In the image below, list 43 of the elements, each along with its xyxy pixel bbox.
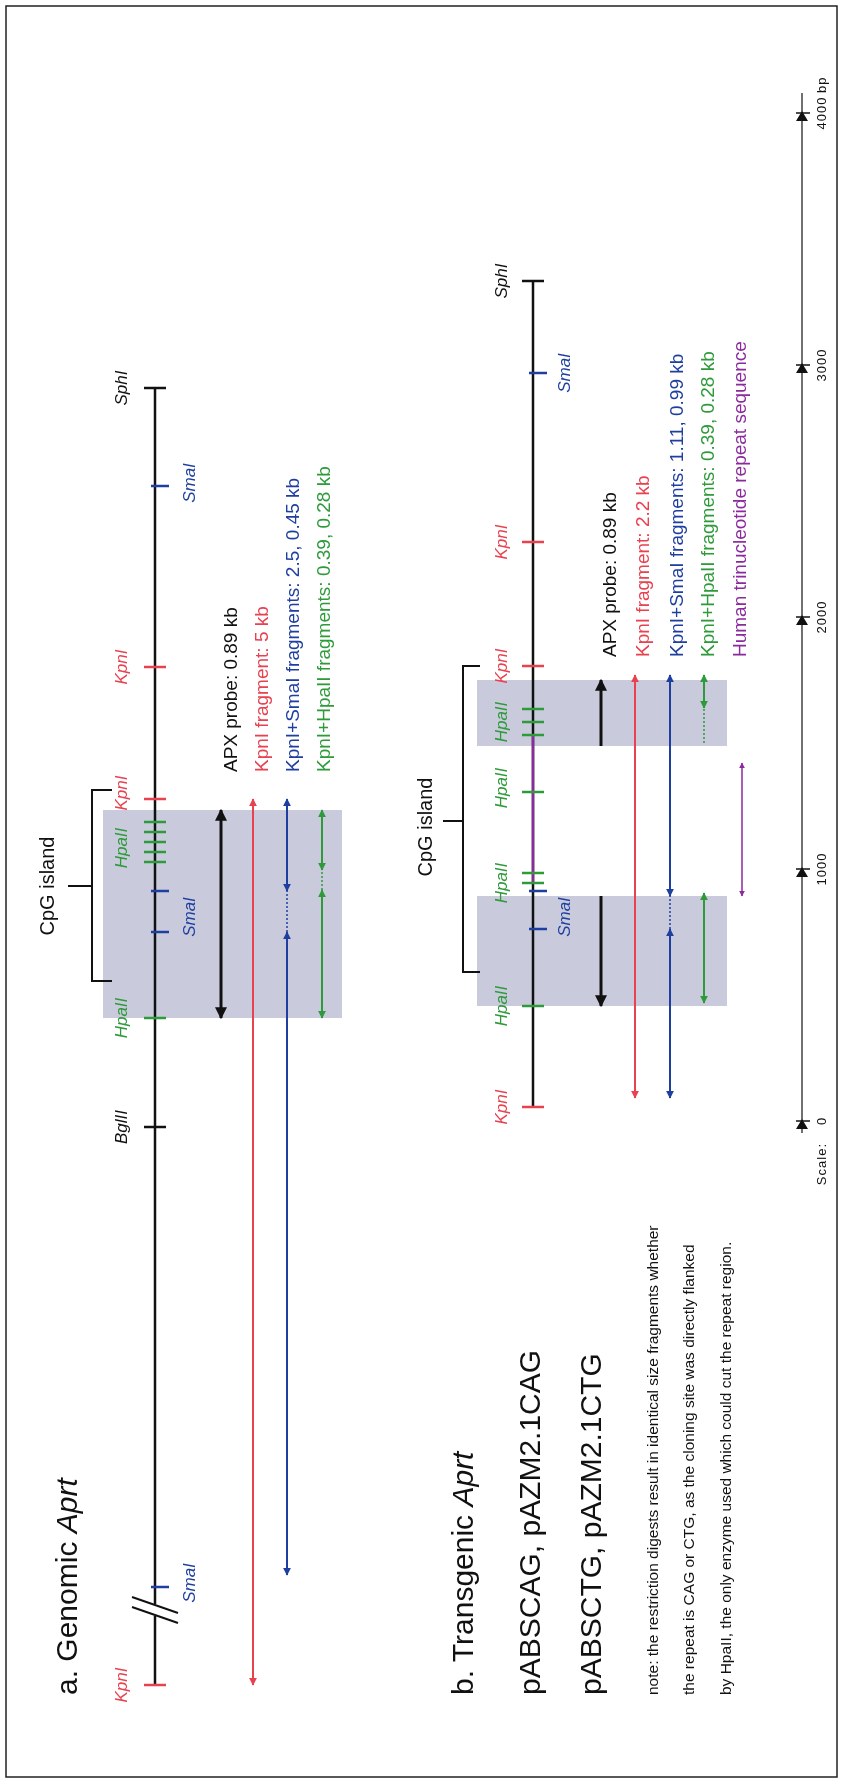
restriction-site-label: SmaI xyxy=(180,897,200,937)
restriction-site-label: HpaII xyxy=(492,701,512,743)
scale-label: Scale: xyxy=(814,1143,830,1186)
fragment-label: KpnI+SmaI fragments: 2.5, 0.45 kb xyxy=(282,477,304,772)
fragment-label: Human trinucleotide repeat sequence xyxy=(729,341,751,657)
restriction-site-label: HpaII xyxy=(492,767,512,809)
tick-label: 0 xyxy=(814,1116,830,1126)
restriction-site-label: KpnI xyxy=(492,648,512,684)
restriction-site-label: HpaII xyxy=(112,827,132,869)
restriction-site-label: KpnI xyxy=(112,775,132,811)
fragment-label: APX probe: 0.89 kb xyxy=(220,607,242,772)
restriction-site-label: SphI xyxy=(492,263,512,299)
fragment-label: KpnI fragment: 2.2 kb xyxy=(632,475,654,657)
note-text: note: the restriction digests result in identical size fragments whether the repeat is CAG or CTG, as the cloning site was directly flanked by HpaII, the only enzyme used which could cut the repeat region. xyxy=(643,1225,735,1695)
restriction-site-label: SmaI xyxy=(555,897,575,937)
restriction-site-label: KpnI xyxy=(112,1667,132,1703)
fragment-label: KpnI+HpaII fragments: 0.39, 0.28 kb xyxy=(697,351,719,657)
restriction-site-label: SmaI xyxy=(180,463,200,503)
restriction-site-label: HpaII xyxy=(492,862,512,904)
tick-label: 2000 xyxy=(814,600,830,634)
restriction-site-label: SphI xyxy=(112,370,132,406)
fragment-label: KpnI fragment: 5 kb xyxy=(251,606,273,772)
construct-name: pABSCAG, pAZM2.1CAG xyxy=(512,1349,546,1695)
region-label: CpG island xyxy=(36,836,58,936)
panel-title: b. Transgenic Aprt xyxy=(445,1451,479,1695)
panel-title: a. Genomic Aprt xyxy=(49,1478,83,1695)
restriction-site-label: HpaII xyxy=(492,985,512,1027)
restriction-site-label: KpnI xyxy=(492,524,512,560)
restriction-site-label: HpaII xyxy=(112,997,132,1039)
scale-label: bp xyxy=(814,76,830,93)
tick-label: 4000 xyxy=(814,96,830,130)
restriction-site-label: SmaI xyxy=(555,353,575,393)
tick-label: 3000 xyxy=(814,348,830,382)
construct-name: pABSCTG, pAZM2.1CTG xyxy=(573,1353,607,1695)
tick-label: 1000 xyxy=(814,852,830,886)
fragment-label: KpnI+HpaII fragments: 0.39, 0.28 kb xyxy=(313,466,335,772)
restriction-site-label: BglII xyxy=(112,1110,132,1144)
restriction-site-label: SmaI xyxy=(180,1563,200,1603)
restriction-site-label: KpnI xyxy=(492,1089,512,1125)
restriction-site-label: KpnI xyxy=(112,649,132,685)
region-label: CpG island xyxy=(414,777,436,877)
fragment-label: KpnI+SmaI fragments: 1.11, 0.99 kb xyxy=(666,353,688,657)
fragment-label: APX probe: 0.89 kb xyxy=(599,492,621,657)
